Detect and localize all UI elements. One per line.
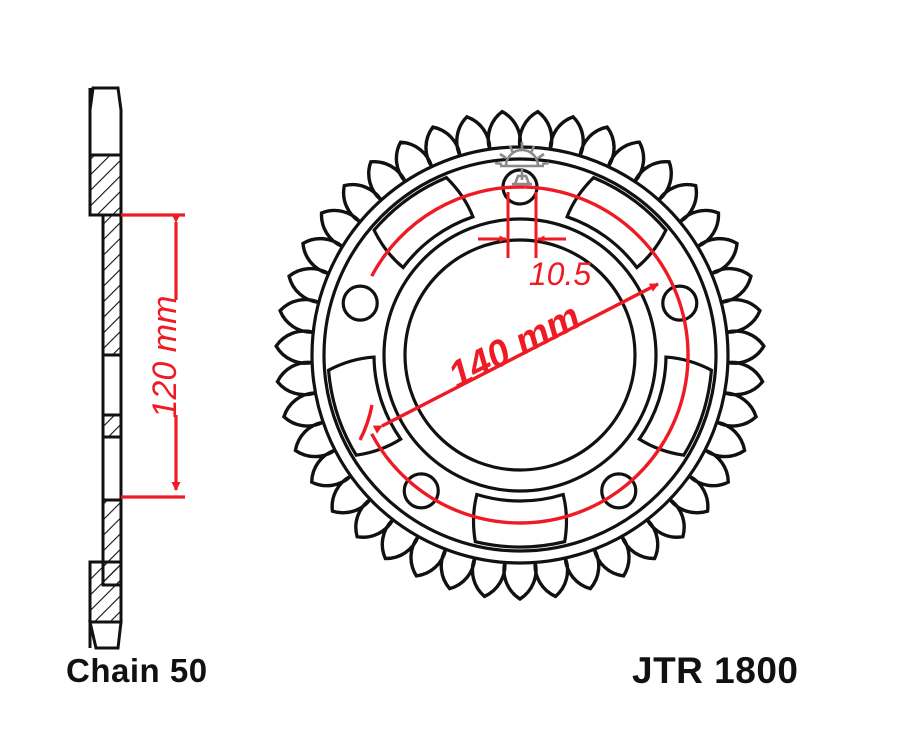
bolt-circle-140mm <box>370 185 690 525</box>
dim-140-tick-left <box>358 404 374 441</box>
dim-140-line <box>372 282 659 434</box>
side-view-upper-rib <box>101 413 123 439</box>
part-number-label: JTR 1800 <box>632 650 799 691</box>
face-view: 140 mm 10.5 <box>274 109 766 602</box>
bolt-circle-arc-right <box>525 185 690 515</box>
rim-inner-circle <box>322 157 718 553</box>
bolt-circle-arc-upper <box>370 185 526 277</box>
dim-120-label: 120 mm <box>146 296 184 419</box>
side-view-middle-band <box>101 353 123 417</box>
side-view-lower-tooth-tip <box>88 620 123 650</box>
side-view-upper-web-hatch <box>101 213 123 357</box>
side-view-upper-tooth-tip <box>88 86 123 157</box>
dimension-120mm: 120 mm <box>121 213 185 499</box>
dim-105-label: 10.5 <box>529 256 591 292</box>
lightening-cutout <box>372 175 476 270</box>
lightening-cutout <box>564 175 668 270</box>
counterbore-callout-icon <box>494 142 550 186</box>
chain-size-label: Chain 50 <box>66 652 208 689</box>
bolt-hole <box>341 284 379 322</box>
side-view-upper-tooth-hatch <box>88 153 123 217</box>
side-view-lower-tooth-hatch <box>88 560 123 624</box>
dimension-10-5: 10.5 <box>478 192 591 292</box>
side-section-view <box>88 86 123 650</box>
bolt-circle-arc-lower <box>370 433 579 525</box>
tooth-root-circle <box>310 145 730 565</box>
lightening-cutout <box>471 492 569 549</box>
